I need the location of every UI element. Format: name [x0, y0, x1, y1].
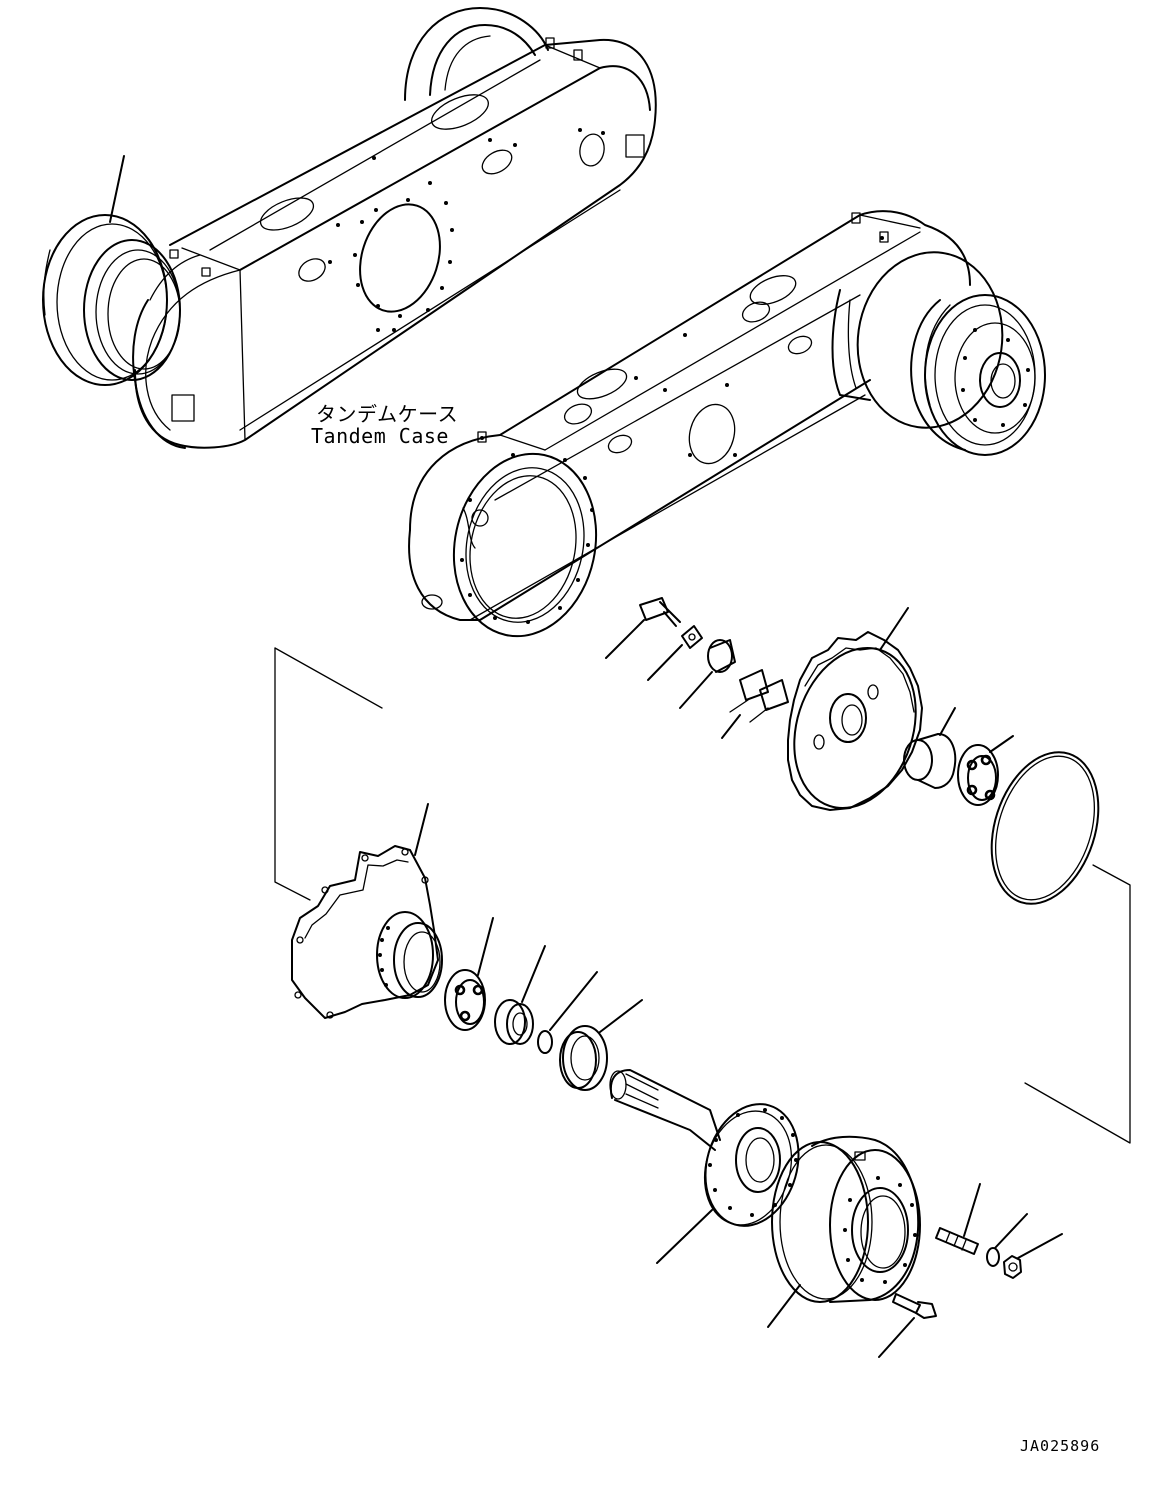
part-label-english: Tandem Case [311, 424, 449, 448]
drawing-id: JA025896 [1020, 1437, 1101, 1455]
sprocket-part [787, 607, 923, 811]
spacer-block-part [679, 639, 736, 709]
wheel-hub-part [767, 1135, 921, 1328]
upper-rear-wheel [404, 7, 549, 101]
upper-tandem-case [42, 7, 657, 449]
leader-shims [721, 714, 741, 739]
floating-seal-part [559, 999, 643, 1091]
lower-case-bolts [460, 236, 884, 624]
nut-part [1003, 1233, 1063, 1279]
leader-seal [521, 945, 546, 1003]
leader-upper-idler [109, 155, 125, 223]
leader-nut [1017, 1233, 1063, 1259]
o-ring-part [990, 751, 1100, 905]
flange-bolt-dots [708, 1108, 798, 1217]
leader-stud-bolt [963, 1183, 981, 1237]
seal-part [494, 945, 546, 1045]
stud-bolt-part [935, 1183, 981, 1255]
leader-shaft [656, 1209, 713, 1264]
leader-bearing [989, 735, 1014, 753]
mounting-bolt-part [878, 1293, 937, 1358]
bearing-part [957, 735, 1014, 806]
leader-small-o-ring [549, 971, 598, 1031]
lower-rear-wheel [831, 251, 1046, 456]
leader-wheel-hub [767, 1284, 801, 1328]
leader-hub-bearing [477, 917, 494, 976]
leader-lock-plate [647, 644, 683, 681]
part-label-japanese: タンデムケース [316, 402, 459, 426]
shims-part [721, 669, 789, 739]
leader-spacer-block [679, 671, 713, 709]
bolt-part [605, 597, 681, 659]
shaft-part [609, 1069, 800, 1264]
upper-case-bolts [328, 128, 605, 332]
washer-part [986, 1213, 1028, 1267]
hub-bolt-dots [378, 926, 390, 987]
leader-sprocket [879, 607, 909, 651]
leader-washer [994, 1213, 1028, 1249]
leader-bushing [939, 707, 956, 736]
leader-bolt [605, 619, 645, 659]
hub-bearing-part [444, 917, 494, 1031]
leader-hub-housing [414, 803, 429, 856]
leader-mounting-bolt [878, 1317, 915, 1358]
leader-floating-seal [599, 999, 643, 1033]
reference-lines [274, 647, 1131, 1144]
bushing-part [903, 707, 957, 789]
wheel-hub-bolt-dots [843, 1176, 917, 1284]
lower-tandem-case [408, 210, 1046, 638]
upper-front-idler [42, 214, 181, 386]
lock-plate-part [647, 625, 703, 681]
small-o-ring-part [537, 971, 598, 1054]
hub-housing-part [291, 803, 443, 1019]
